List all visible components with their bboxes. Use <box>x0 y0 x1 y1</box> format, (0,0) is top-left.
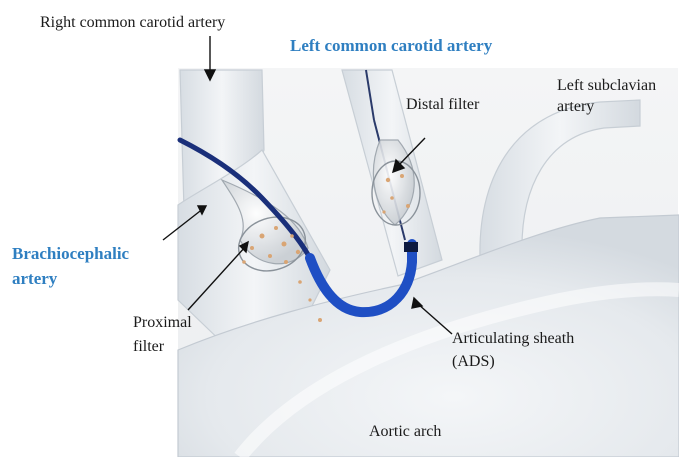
label-ads-2: (ADS) <box>452 352 495 371</box>
label-left-common-carotid: Left common carotid artery <box>290 36 492 56</box>
label-left-subclavian-1: Left subclavian <box>557 76 656 95</box>
label-brachiocephalic-1: Brachiocephalic <box>12 244 129 264</box>
label-left-subclavian-2: artery <box>557 97 594 116</box>
label-right-common-carotid: Right common carotid artery <box>40 13 225 32</box>
label-ads-1: Articulating sheath <box>452 329 574 348</box>
label-brachiocephalic-2: artery <box>12 269 57 289</box>
label-aortic-arch: Aortic arch <box>369 422 441 441</box>
label-proximal-filter-2: filter <box>133 337 164 356</box>
label-proximal-filter-1: Proximal <box>133 313 192 332</box>
sheath-tip <box>404 242 418 252</box>
label-distal-filter: Distal filter <box>406 95 479 114</box>
